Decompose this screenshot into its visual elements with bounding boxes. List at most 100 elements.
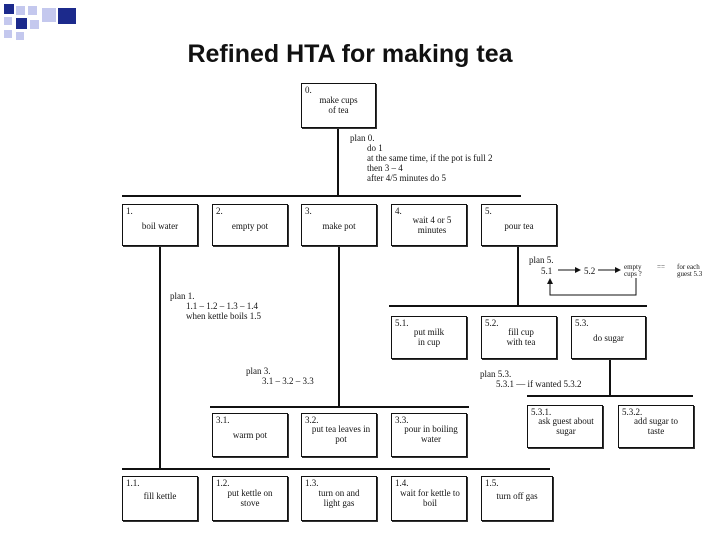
task-label: make pot	[322, 221, 356, 231]
task-box-1-5: 1.5. turn off gas	[481, 476, 553, 521]
plan-5-repeat: for each guest 5.3	[677, 263, 703, 278]
task-label: turn on and light gas	[318, 488, 360, 508]
task-label: wait for kettle to boil	[400, 488, 460, 508]
task-label: make cups of tea	[319, 95, 358, 115]
task-number: 0.	[305, 85, 312, 95]
task-box-1: 1. boil water	[122, 204, 198, 246]
task-box-1-2: 1.2. put kettle on stove	[212, 476, 288, 521]
plan-line: at the same time, if the pot is full 2	[367, 153, 493, 163]
plan-line: plan 5.3.	[480, 369, 512, 379]
task-label: empty pot	[231, 221, 269, 231]
plan-line: plan 0.	[350, 133, 375, 143]
task-label: wait 4 or 5 minutes	[412, 215, 452, 235]
task-number: 3.	[305, 206, 312, 216]
plan-5-condition: empty cups ?	[624, 263, 642, 278]
task-box-5-2: 5.2. fill cup with tea	[481, 316, 557, 359]
task-box-3-2: 3.2. put tea leaves in pot	[301, 413, 377, 457]
task-number: 5.3.2.	[622, 407, 643, 417]
task-box-1-1: 1.1. fill kettle	[122, 476, 198, 521]
task-number: 5.	[485, 206, 492, 216]
task-label: put milk in cup	[413, 327, 445, 347]
task-box-2: 2. empty pot	[212, 204, 288, 246]
task-box-5-3: 5.3. do sugar	[571, 316, 646, 359]
connector-line	[159, 244, 161, 469]
task-number: 1.3.	[305, 478, 319, 488]
square-decoration	[58, 8, 76, 24]
square-decoration	[4, 17, 12, 25]
task-box-3: 3. make pot	[301, 204, 377, 246]
plan-line: 1.1 – 1.2 – 1.3 – 1.4	[186, 301, 258, 311]
square-decoration	[16, 18, 27, 29]
task-number: 1.4.	[395, 478, 409, 488]
connector-line	[609, 356, 611, 396]
square-decoration	[30, 20, 39, 29]
task-number: 1.1.	[126, 478, 140, 488]
task-label: ask guest about sugar	[538, 416, 594, 436]
plan-5: plan 5.	[529, 255, 554, 265]
square-decoration	[4, 4, 14, 14]
task-label: fill cup with tea	[506, 327, 536, 347]
task-label: put kettle on stove	[227, 488, 273, 508]
task-box-0: 0. make cups of tea	[301, 83, 376, 128]
task-label: pour tea	[504, 221, 534, 231]
task-box-4: 4. wait 4 or 5 minutes	[391, 204, 467, 246]
task-number: 3.1.	[216, 415, 230, 425]
plan-5-arrow: ==	[657, 263, 665, 271]
task-box-1-4: 1.4. wait for kettle to boil	[391, 476, 467, 521]
task-box-3-1: 3.1. warm pot	[212, 413, 288, 457]
plan-line: after 4/5 minutes do 5	[367, 173, 446, 183]
plan-line: then 3 – 4	[367, 163, 403, 173]
plan-5-3: plan 5.3. 5.3.1 — if wanted 5.3.2	[480, 369, 582, 389]
task-label: pour in boiling water	[404, 424, 458, 444]
task-label: boil water	[141, 221, 179, 231]
plan-3: plan 3. 3.1 – 3.2 – 3.3	[246, 366, 314, 386]
square-decoration	[28, 6, 37, 15]
plan-line: plan 1.	[170, 291, 195, 301]
connector-line	[389, 305, 647, 307]
task-number: 3.2.	[305, 415, 319, 425]
plan-0: plan 0. do 1 at the same time, if the po…	[350, 133, 492, 183]
task-box-5: 5. pour tea	[481, 204, 557, 246]
plan-5-step: 5.2	[584, 266, 596, 276]
plan-line: plan 5.	[529, 255, 554, 265]
plan-line: plan 3.	[246, 366, 271, 376]
task-number: 1.5.	[485, 478, 499, 488]
task-label: turn off gas	[496, 491, 538, 501]
task-number: 5.2.	[485, 318, 499, 328]
task-box-5-3-1: 5.3.1. ask guest about sugar	[527, 405, 603, 448]
connector-line	[527, 395, 693, 397]
page-title: Refined HTA for making tea	[187, 40, 513, 68]
task-number: 2.	[216, 206, 223, 216]
task-label: put tea leaves in pot	[311, 424, 371, 444]
connector-line	[210, 406, 469, 408]
task-number: 5.1.	[395, 318, 409, 328]
plan-line: 3.1 – 3.2 – 3.3	[262, 376, 314, 386]
plan-line: when kettle boils 1.5	[186, 311, 261, 321]
task-box-5-1: 5.1. put milk in cup	[391, 316, 467, 359]
connector-line	[122, 195, 521, 197]
square-decoration	[16, 32, 24, 40]
task-number: 1.2.	[216, 478, 230, 488]
square-decoration	[16, 6, 25, 15]
task-label: do sugar	[593, 333, 624, 343]
task-number: 5.3.	[575, 318, 589, 328]
square-decoration	[42, 8, 56, 22]
task-box-5-3-2: 5.3.2. add sugar to taste	[618, 405, 694, 448]
plan-line: 5.3.1 — if wanted 5.3.2	[496, 379, 582, 389]
task-number: 5.3.1.	[531, 407, 552, 417]
task-number: 1.	[126, 206, 133, 216]
task-label: add sugar to taste	[634, 416, 678, 436]
square-decoration	[4, 30, 12, 38]
task-box-3-3: 3.3. pour in boiling water	[391, 413, 467, 457]
connector-line	[122, 468, 550, 470]
task-number: 4.	[395, 206, 402, 216]
plan-1: plan 1. 1.1 – 1.2 – 1.3 – 1.4 when kettl…	[170, 291, 261, 321]
task-box-1-3: 1.3. turn on and light gas	[301, 476, 377, 521]
connector-line	[517, 244, 519, 306]
plan-line: do 1	[367, 143, 383, 153]
task-label: fill kettle	[143, 491, 177, 501]
connector-line	[337, 126, 339, 197]
plan-5-step: 5.1	[541, 266, 553, 276]
connector-line	[338, 244, 340, 407]
